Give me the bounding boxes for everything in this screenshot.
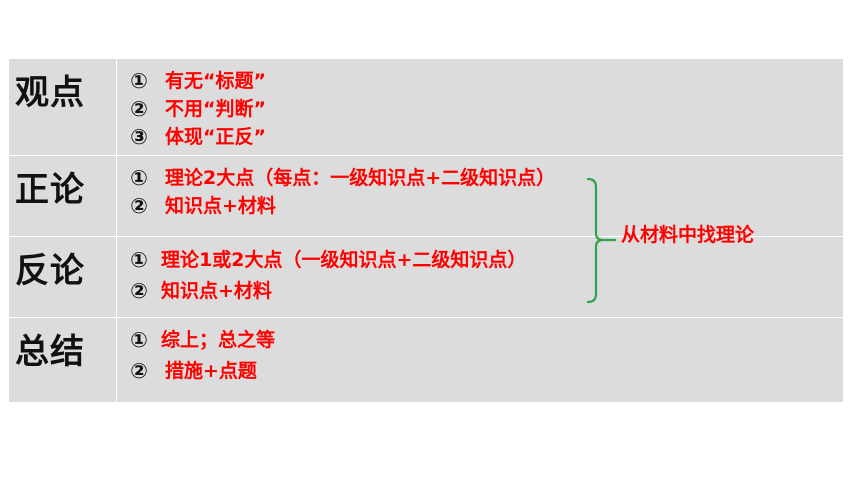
item-text: 综上；总之等 — [161, 329, 276, 351]
item-text: 理论1或2大点（一级知识点+二级知识点） — [161, 249, 527, 271]
item-text: 知识点+材料 — [161, 280, 272, 302]
item-number: ① — [130, 328, 148, 352]
row-positive-argument: 正论 ① 理论2大点（每点：一级知识点+二级知识点） ② 知识点+材料 — [9, 155, 843, 237]
item-number: ② — [130, 279, 148, 303]
row-label-conclusion: 总结 — [15, 332, 85, 372]
right-brace-icon — [586, 178, 616, 304]
row-label-counter: 反论 — [15, 251, 85, 291]
item-number: ① — [130, 69, 148, 93]
row-label-cell: 总结 — [9, 318, 117, 403]
row-label-viewpoint: 观点 — [15, 73, 85, 113]
brace-note: 从材料中找理论 — [621, 224, 755, 246]
row-conclusion: 总结 ① 综上；总之等 ② 措施+点题 — [9, 317, 843, 403]
item-text: 体现“正反” — [165, 126, 266, 148]
row-label-cell: 正论 — [9, 156, 117, 237]
row-counter-argument: 反论 ① 理论1或2大点（一级知识点+二级知识点） ② 知识点+材料 — [9, 236, 843, 318]
row-label-cell: 反论 — [9, 237, 117, 318]
item-number: ① — [130, 166, 148, 190]
item-number: ③ — [130, 125, 148, 149]
item-text: 措施+点题 — [165, 360, 257, 382]
item-number: ② — [130, 194, 148, 218]
item-text: 理论2大点（每点：一级知识点+二级知识点） — [165, 167, 556, 189]
row-label-positive: 正论 — [15, 170, 85, 210]
item-number: ① — [130, 248, 148, 272]
outline-table: 观点 ① 有无“标题” ② 不用“判断” ③ 体现“正反” 正论 ① 理论2大点… — [9, 59, 843, 403]
item-text: 有无“标题” — [165, 70, 266, 92]
row-label-cell: 观点 — [9, 59, 117, 155]
item-number: ② — [130, 97, 148, 121]
item-number: ② — [130, 359, 148, 383]
item-text: 知识点+材料 — [165, 195, 276, 217]
item-text: 不用“判断” — [165, 98, 266, 120]
row-viewpoint: 观点 ① 有无“标题” ② 不用“判断” ③ 体现“正反” — [9, 59, 843, 155]
